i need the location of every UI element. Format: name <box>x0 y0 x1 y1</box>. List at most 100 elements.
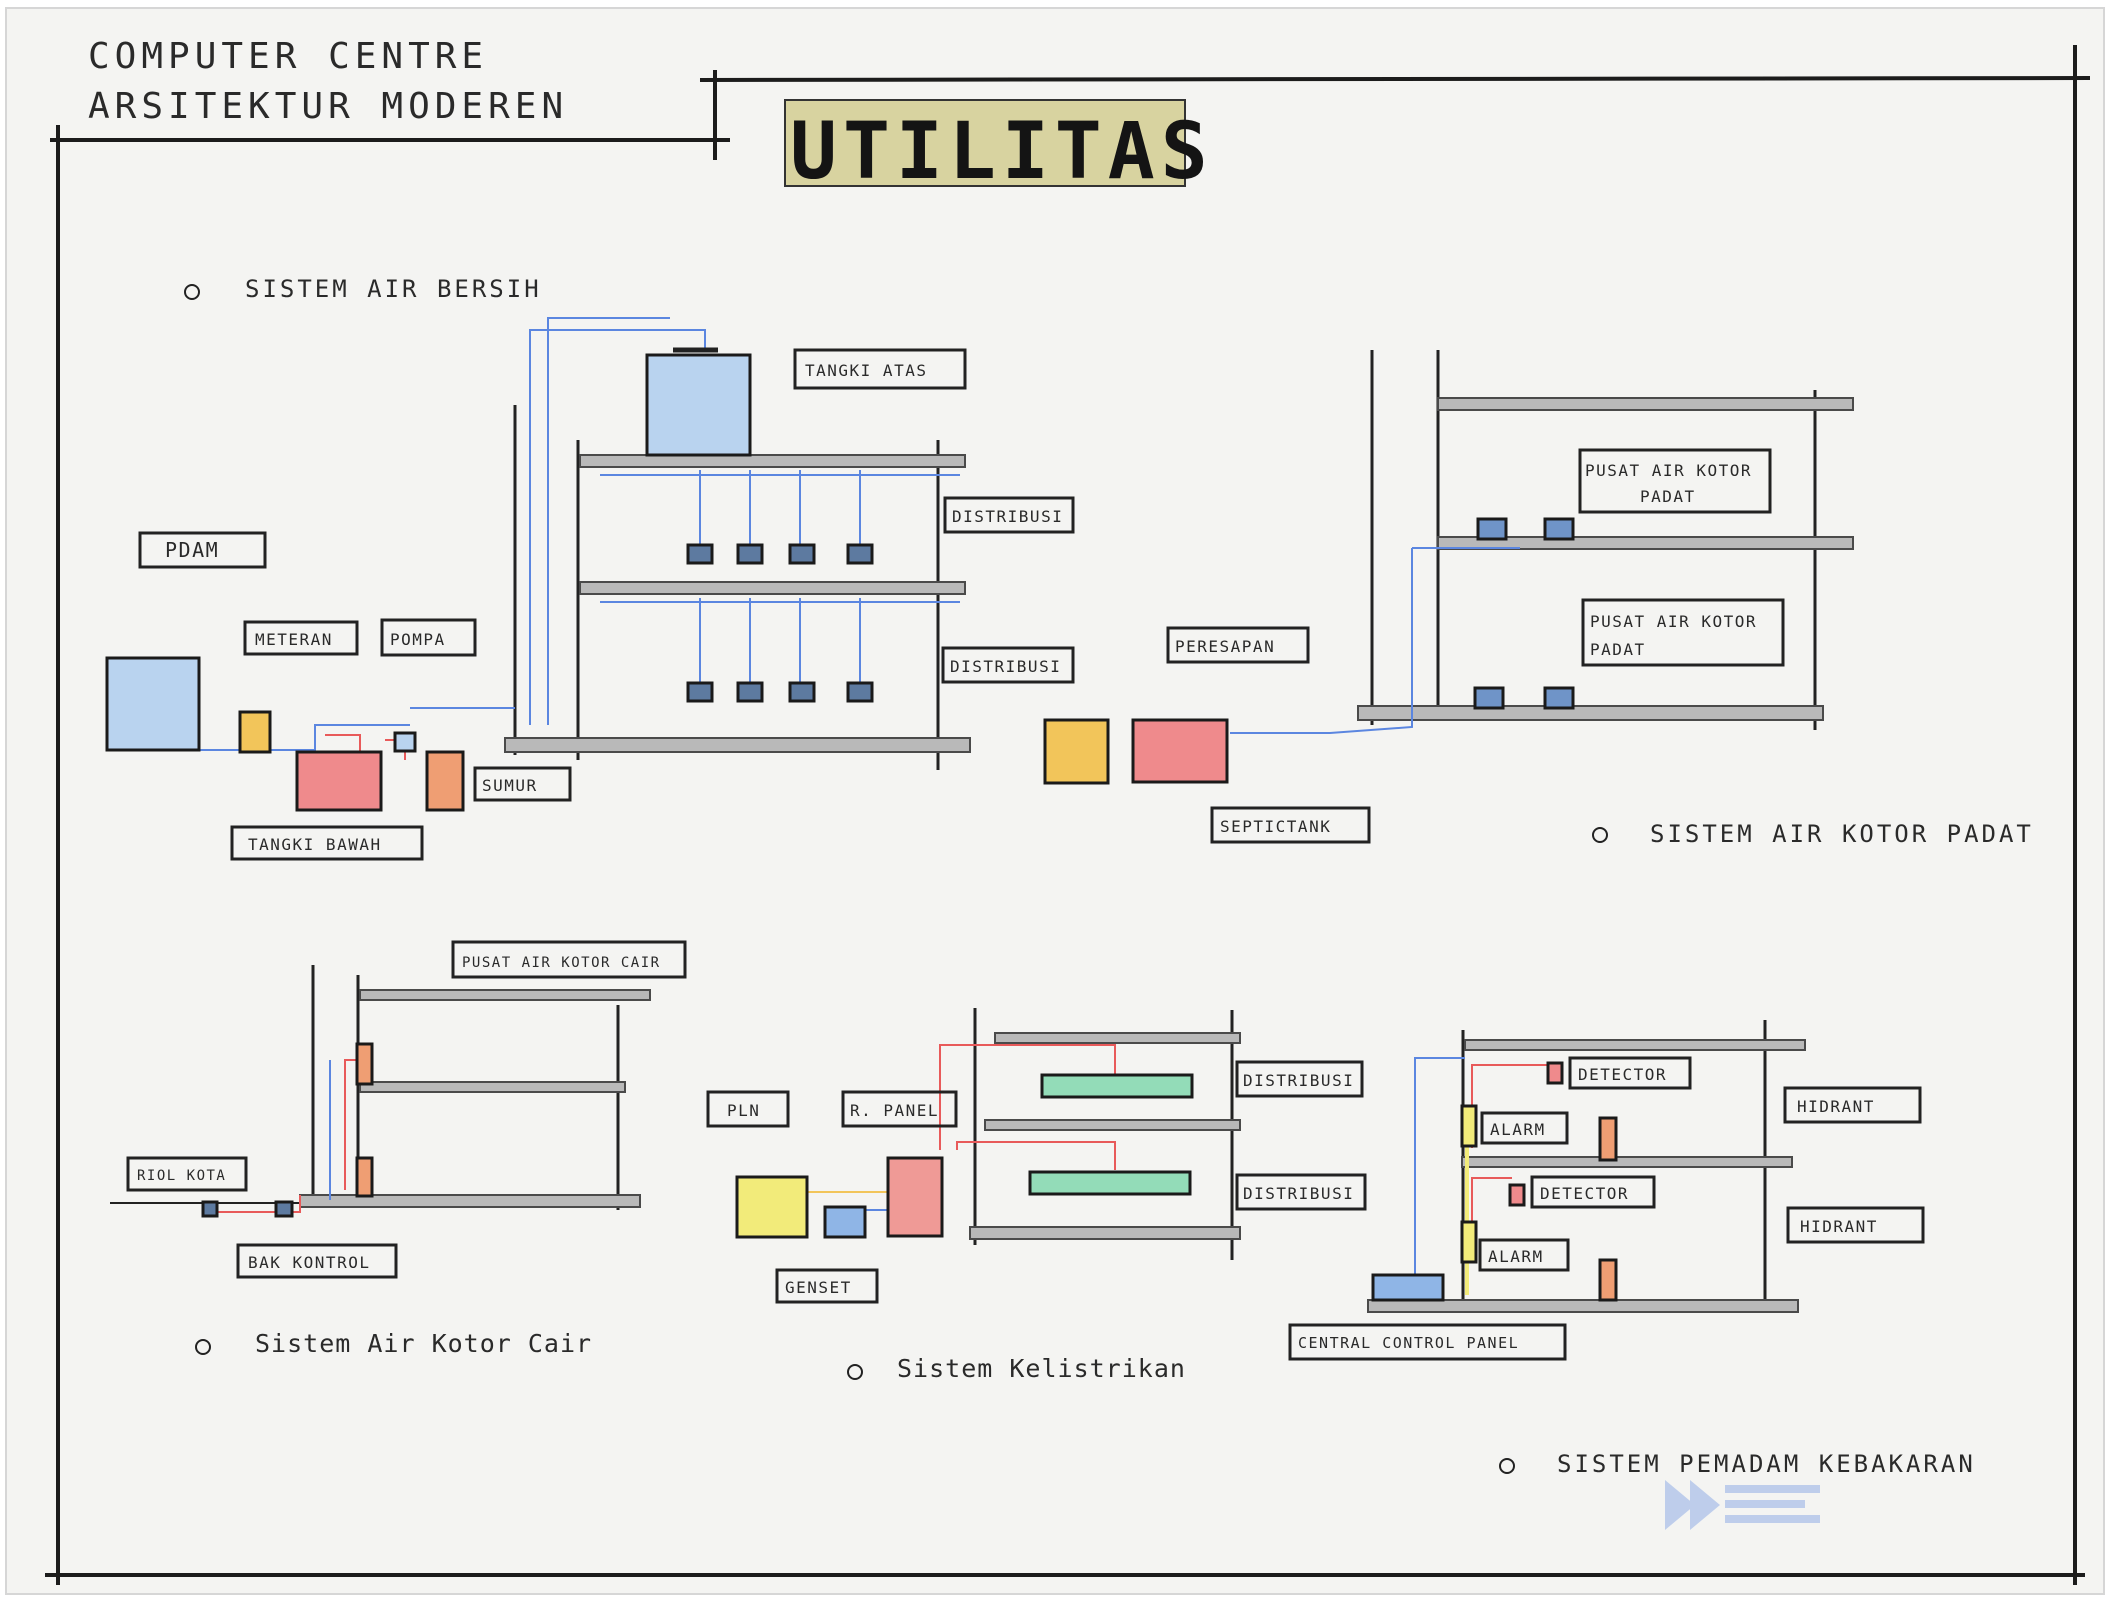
floor-slab <box>1461 1156 1793 1168</box>
section-heading-pemadam: SISTEM PEMADAM KEBAKARAN <box>1557 1450 1976 1478</box>
pdam-tank <box>105 656 201 752</box>
central-control-panel-box <box>1371 1273 1445 1302</box>
label-box <box>451 940 687 979</box>
label-distribusi-3: DISTRIBUSI <box>1243 1071 1354 1090</box>
label-genset: GENSET <box>785 1278 852 1297</box>
floor-slab <box>359 1081 626 1093</box>
riol-box <box>201 1200 219 1218</box>
section-air-bersih: SISTEM AIR BERSIH <box>105 275 1075 861</box>
label-tangki-bawah: TANGKI BAWAH <box>248 835 382 854</box>
floor-slab <box>1464 1039 1806 1051</box>
section-kelistrikan: PLN R. PANEL GENSET DISTRIBUSI DISTRIBUS… <box>706 1008 1367 1383</box>
label-pln: PLN <box>727 1101 760 1120</box>
floor-slab <box>579 454 966 468</box>
bullet-icon <box>847 1364 863 1380</box>
floor-slab <box>1437 397 1854 411</box>
floor-slab <box>1437 536 1854 550</box>
title-background <box>784 99 1186 187</box>
label-box <box>1210 806 1371 844</box>
label-box <box>1480 1111 1569 1145</box>
label-box <box>943 496 1075 534</box>
label-pusat-2-line2: PADAT <box>1590 640 1646 659</box>
label-detector-1: DETECTOR <box>1578 1065 1667 1084</box>
detector-1-box <box>1546 1061 1564 1085</box>
label-box <box>473 766 572 802</box>
tangki-bawah <box>295 750 383 812</box>
hidrant-2-box <box>1598 1258 1618 1302</box>
label-box <box>243 620 359 656</box>
label-box <box>1783 1086 1922 1124</box>
label-bak-kontrol: BAK KONTROL <box>248 1253 370 1272</box>
floor-slab <box>359 989 651 1001</box>
label-box <box>793 348 967 390</box>
label-hidrant-2: HIDRANT <box>1800 1217 1878 1236</box>
label-sumur: SUMUR <box>482 776 538 795</box>
section-air-kotor-cair: PUSAT AIR KOTOR CAIR RIOL KOTA BAK KONTR… <box>110 940 687 1358</box>
sumur-box <box>425 750 465 812</box>
bullet-icon <box>195 1339 211 1355</box>
section-heading-kelistrikan: Sistem Kelistrikan <box>897 1354 1186 1383</box>
stack-fixture <box>355 1156 374 1198</box>
bak-kontrol-box <box>274 1200 294 1218</box>
header-line-2: ARSITEKTUR MODEREN <box>88 86 568 127</box>
alarm-1-box <box>1460 1104 1478 1148</box>
floor-slab <box>1367 1299 1799 1313</box>
page-title: UTILITAS <box>790 107 1214 197</box>
meteran-box <box>238 710 272 754</box>
panel-distribusi-2 <box>1028 1170 1192 1196</box>
bullet-icon <box>184 284 200 300</box>
label-riol-kota: RIOL KOTA <box>137 1168 226 1184</box>
label-r-panel: R. PANEL <box>850 1101 939 1120</box>
hidrant-1-box <box>1598 1116 1618 1162</box>
label-hidrant-1: HIDRANT <box>1797 1097 1875 1116</box>
label-pusat-1-line1: PUSAT AIR KOTOR <box>1585 461 1752 480</box>
genset-box <box>735 1175 809 1239</box>
floor-slab <box>504 737 971 753</box>
label-distribusi-4: DISTRIBUSI <box>1243 1184 1354 1203</box>
section-heading-air-bersih: SISTEM AIR BERSIH <box>245 275 542 303</box>
floor-slab <box>984 1119 1241 1131</box>
label-peresapan: PERESAPAN <box>1175 637 1275 656</box>
fixtures <box>686 543 874 703</box>
pln-meter-box <box>823 1205 867 1239</box>
header-line-1: COMPUTER CENTRE <box>88 36 488 77</box>
label-detector-2: DETECTOR <box>1540 1184 1629 1203</box>
label-pusat-air-kotor-cair: PUSAT AIR KOTOR CAIR <box>462 955 661 971</box>
label-distribusi-1: DISTRIBUSI <box>952 507 1063 526</box>
label-septictank: SEPTICTANK <box>1220 817 1331 836</box>
stack-fixture <box>355 1042 374 1086</box>
label-box <box>1478 1238 1570 1272</box>
label-box <box>1581 598 1785 667</box>
label-box <box>1530 1175 1656 1209</box>
label-box <box>841 1090 958 1128</box>
label-alarm-1: ALARM <box>1490 1120 1546 1139</box>
label-box <box>1288 1323 1567 1361</box>
section-heading-air-kotor-padat: SISTEM AIR KOTOR PADAT <box>1650 820 2034 848</box>
section-heading-air-kotor-cair: Sistem Air Kotor Cair <box>255 1329 592 1358</box>
pompa-box <box>393 731 417 753</box>
label-distribusi-2: DISTRIBUSI <box>950 657 1061 676</box>
tangki-atas <box>645 353 752 457</box>
label-box <box>941 646 1075 684</box>
label-box <box>1166 626 1310 664</box>
floor-slab <box>1357 705 1824 721</box>
r-panel-box <box>886 1156 944 1238</box>
label-pusat-2-line1: PUSAT AIR KOTOR <box>1590 612 1757 631</box>
label-box <box>126 1156 248 1192</box>
section-pemadam: DETECTOR ALARM DETECTOR ALARM HIDRANT HI… <box>1288 1020 1976 1478</box>
label-box <box>236 1243 398 1279</box>
label-alarm-2: ALARM <box>1488 1247 1544 1266</box>
peresapan-tank <box>1043 718 1110 785</box>
alarm-2-box <box>1460 1220 1478 1264</box>
label-box <box>230 825 424 861</box>
label-box <box>775 1268 879 1304</box>
stamp-watermark <box>1665 1480 1820 1530</box>
label-box <box>1235 1060 1364 1098</box>
section-air-kotor-padat: PERESAPAN SEPTICTANK PUSAT AIR KOTOR PAD… <box>1043 350 2034 848</box>
label-pompa: POMPA <box>390 630 446 649</box>
label-central-control-panel: CENTRAL CONTROL PANEL <box>1298 1334 1519 1352</box>
septictank <box>1131 718 1229 784</box>
label-box <box>706 1090 790 1128</box>
label-box <box>1235 1173 1367 1211</box>
label-pusat-1-line2: PADAT <box>1640 487 1696 506</box>
